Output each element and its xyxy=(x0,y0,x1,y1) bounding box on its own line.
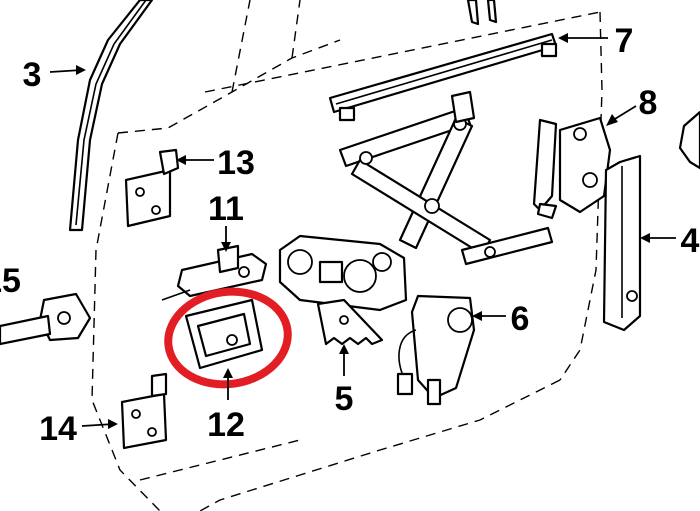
callout-4: 4 xyxy=(681,222,700,260)
leader-lines xyxy=(49,33,676,429)
regulator-arms xyxy=(338,90,554,266)
striker-fragment xyxy=(678,110,700,170)
callout-3: 3 xyxy=(23,56,42,94)
window-run-channel xyxy=(68,0,154,232)
rear-channel xyxy=(602,154,642,332)
callout-11: 11 xyxy=(208,190,244,228)
upper-hinge xyxy=(124,148,180,228)
callout-12: 12 xyxy=(207,406,245,444)
highlight-circle xyxy=(164,287,292,389)
window-motor xyxy=(396,294,476,406)
door-outline xyxy=(91,0,603,511)
handle-bracket xyxy=(161,244,268,301)
callout-labels: 3 7 8 13 11 4 15 6 5 12 14 xyxy=(0,22,700,448)
glass-guide-top xyxy=(466,0,498,26)
lower-hinge xyxy=(120,372,168,450)
callout-15: 15 xyxy=(0,262,21,300)
window-regulator xyxy=(278,234,408,346)
callout-8: 8 xyxy=(639,84,658,122)
callout-5: 5 xyxy=(335,380,354,418)
upper-rail xyxy=(328,32,558,122)
door-check xyxy=(0,292,92,346)
callout-14: 14 xyxy=(39,410,77,448)
callout-7: 7 xyxy=(615,22,634,60)
inside-door-handle xyxy=(184,298,264,370)
door-latch xyxy=(532,116,612,220)
callout-13: 13 xyxy=(217,144,255,182)
callout-6: 6 xyxy=(511,300,530,338)
